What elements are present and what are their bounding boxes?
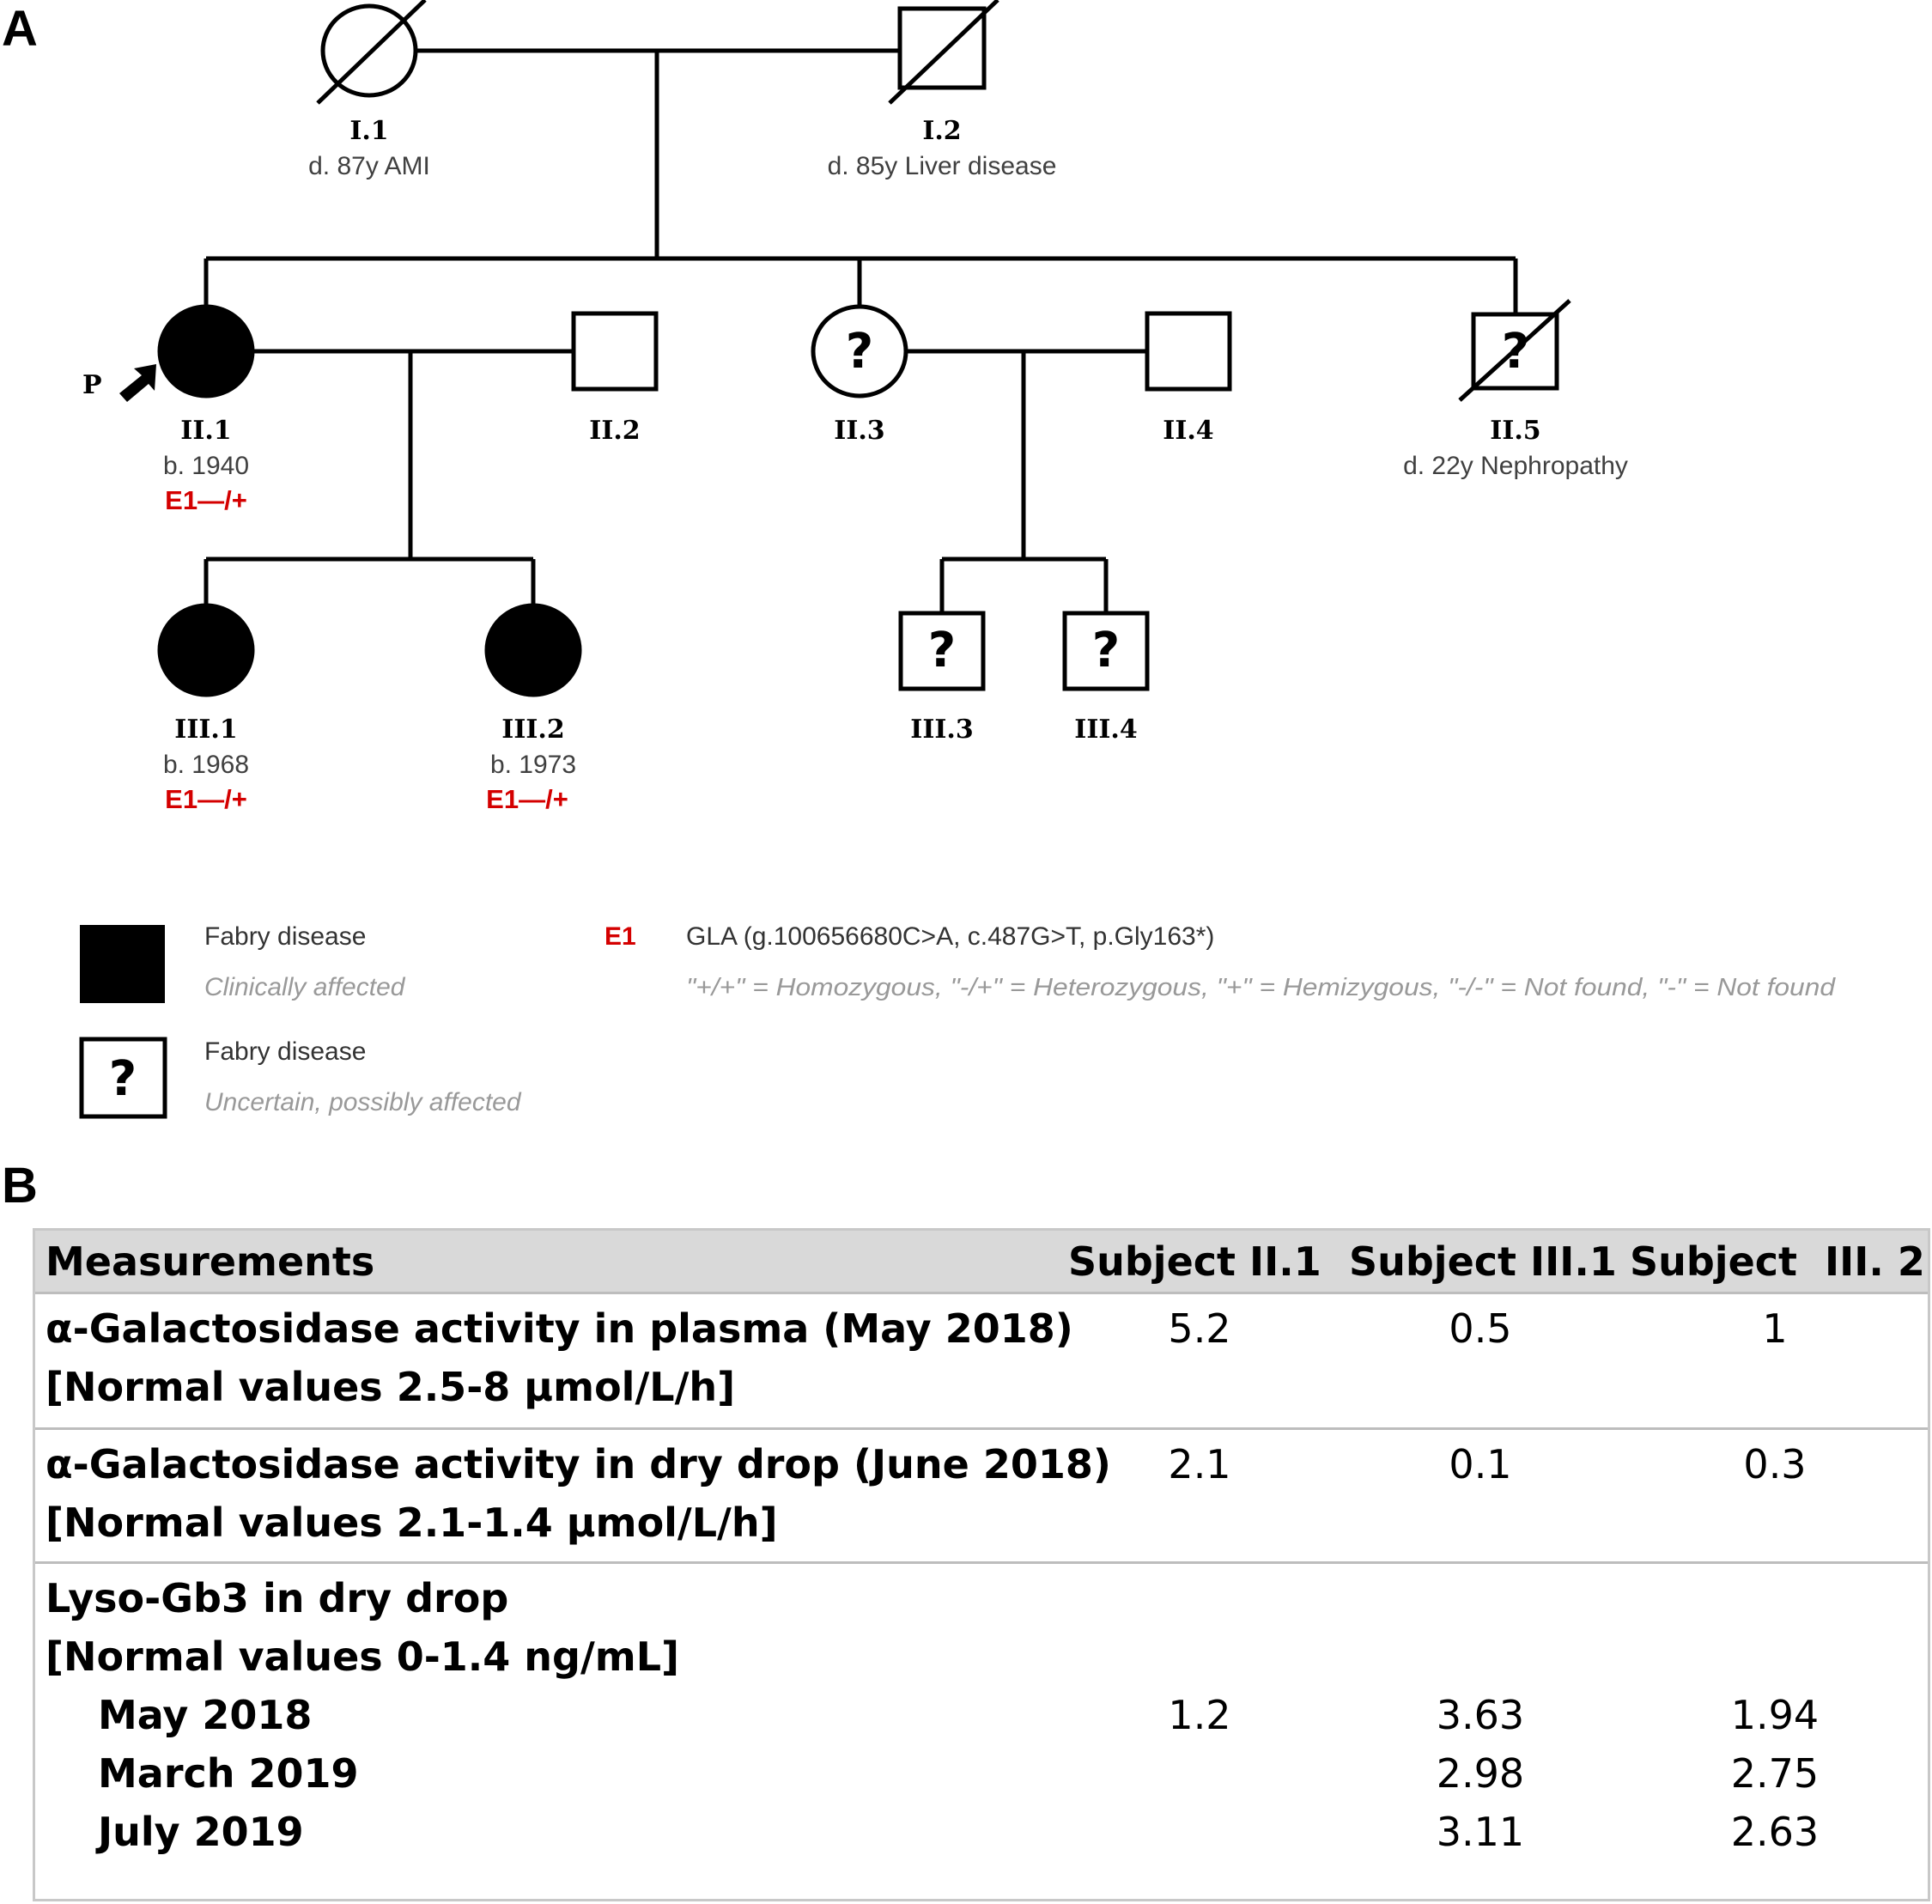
legend-uncertain-mark: ? xyxy=(109,1051,137,1107)
individual-note: b. 1973 xyxy=(490,751,576,779)
table-row-lyso-gb3: Lyso-Gb3 in dry drop [Normal values 0-1.… xyxy=(35,1564,1928,1899)
uncertain-mark: ? xyxy=(846,324,873,380)
value-iii1: 0.5 xyxy=(1449,1305,1512,1352)
value-ii1: 5.2 xyxy=(1168,1305,1231,1352)
row-label: α-Galactosidase activity in plasma (May … xyxy=(46,1305,1073,1352)
individual-id: I.2 xyxy=(922,116,961,146)
legend-uncertain-symbol xyxy=(79,1037,167,1119)
value-iii2: 2.75 xyxy=(1730,1750,1820,1797)
individual-III1 xyxy=(157,603,255,697)
row-sublabel: [Normal values 2.5-8 µmol/L/h] xyxy=(46,1364,736,1410)
measurements-table: Measurements Subject II.1 Subject III.1 … xyxy=(33,1228,1930,1901)
deceased-slash xyxy=(316,0,427,105)
value-ii1: 1.2 xyxy=(1168,1692,1231,1738)
legend-genotype-key: "+/+" = Homozygous, "-/+" = Heterozygous… xyxy=(686,974,1836,1001)
header-subject-iii1: Subject III.1 xyxy=(1349,1238,1617,1285)
header-measurements: Measurements xyxy=(46,1238,375,1285)
uncertain-mark: ? xyxy=(1092,623,1120,678)
individual-II1 xyxy=(157,304,255,398)
proband-label: P xyxy=(82,370,102,400)
table-row-plasma: α-Galactosidase activity in plasma (May … xyxy=(35,1294,1928,1430)
row-label: Lyso-Gb3 in dry drop xyxy=(46,1575,509,1621)
individual-id: II.2 xyxy=(589,416,640,446)
individual-III4 xyxy=(1062,611,1150,691)
individual-note: d. 85y Liver disease xyxy=(828,152,1057,180)
table-row-dry-drop: α-Galactosidase activity in dry drop (Ju… xyxy=(35,1430,1928,1564)
uncertain-mark: ? xyxy=(1502,324,1529,380)
header-subject-iii2: Subject III. 2 xyxy=(1630,1238,1925,1285)
value-iii2: 1.94 xyxy=(1730,1692,1820,1738)
individual-I1 xyxy=(316,0,427,105)
individual-id: II.4 xyxy=(1163,416,1213,446)
individual-note: d. 22y Nephropathy xyxy=(1403,452,1628,480)
legend-uncertain-desc: Uncertain, possibly affected xyxy=(204,1088,522,1116)
header-subject-ii1: Subject II.1 xyxy=(1068,1238,1321,1285)
individual-note: b. 1940 xyxy=(163,452,249,480)
legend-affected-desc: Clinically affected xyxy=(204,973,406,1001)
individual-II3 xyxy=(811,304,908,398)
deceased-slash xyxy=(888,0,999,105)
deceased-slash xyxy=(1458,299,1571,402)
individual-III2 xyxy=(484,603,582,697)
individual-note: b. 1968 xyxy=(163,751,249,779)
legend-uncertain-title: Fabry disease xyxy=(204,1037,366,1066)
individual-id: III.3 xyxy=(910,715,973,745)
proband-arrow-icon xyxy=(119,364,156,402)
individual-id: III.1 xyxy=(174,715,237,745)
value-iii2: 2.63 xyxy=(1730,1809,1820,1855)
row-sublabel: [Normal values 0-1.4 ng/mL] xyxy=(46,1633,680,1680)
value-ii1: 2.1 xyxy=(1168,1441,1231,1487)
individual-I2 xyxy=(888,0,999,105)
individual-id: II.3 xyxy=(834,416,884,446)
uncertain-mark: ? xyxy=(928,623,956,678)
individual-id: III.2 xyxy=(501,715,564,745)
genotype-label: E1—/+ xyxy=(165,485,247,515)
value-iii2: 1 xyxy=(1762,1305,1788,1352)
genotype-label: E1—/+ xyxy=(486,784,568,814)
legend-affected-title: Fabry disease xyxy=(204,922,366,951)
individual-III3 xyxy=(898,611,986,691)
individual-II4 xyxy=(1145,311,1232,392)
genotype-label: E1—/+ xyxy=(165,784,247,814)
relationship-lines xyxy=(204,48,1518,613)
row-label: α-Galactosidase activity in dry drop (Ju… xyxy=(46,1441,1111,1487)
individual-id: II.1 xyxy=(180,416,231,446)
legend-affected-symbol xyxy=(80,925,165,1003)
table-header-row: Measurements Subject II.1 Subject III.1 … xyxy=(35,1231,1928,1294)
legend-variant-text: GLA (g.100656680C>A, c.487G>T, p.Gly163*… xyxy=(686,922,1214,951)
value-iii1: 3.11 xyxy=(1436,1809,1525,1855)
individual-id: III.4 xyxy=(1074,715,1137,745)
individual-II5 xyxy=(1458,299,1571,402)
value-iii2: 0.3 xyxy=(1743,1441,1807,1487)
panel-b-label: B xyxy=(2,1158,38,1214)
row-sublabel: [Normal values 2.1-1.4 µmol/L/h] xyxy=(46,1499,778,1546)
timepoint-date: March 2019 xyxy=(98,1750,359,1797)
individual-note: d. 87y AMI xyxy=(308,152,430,180)
timepoint-date: July 2019 xyxy=(98,1809,304,1855)
legend-variant-code: E1 xyxy=(605,922,636,951)
individual-II2 xyxy=(571,311,659,392)
individual-id: II.5 xyxy=(1490,416,1540,446)
individual-id: I.1 xyxy=(349,116,388,146)
panel-a-label: A xyxy=(2,1,38,57)
timepoint-date: May 2018 xyxy=(98,1692,313,1738)
value-iii1: 0.1 xyxy=(1449,1441,1512,1487)
pedigree-diagram: ? ? ? ? P I.1 I.2 II.1 II.2 II.3 II.4 II… xyxy=(79,0,1836,1119)
value-iii1: 2.98 xyxy=(1436,1750,1525,1797)
value-iii1: 3.63 xyxy=(1436,1692,1525,1738)
